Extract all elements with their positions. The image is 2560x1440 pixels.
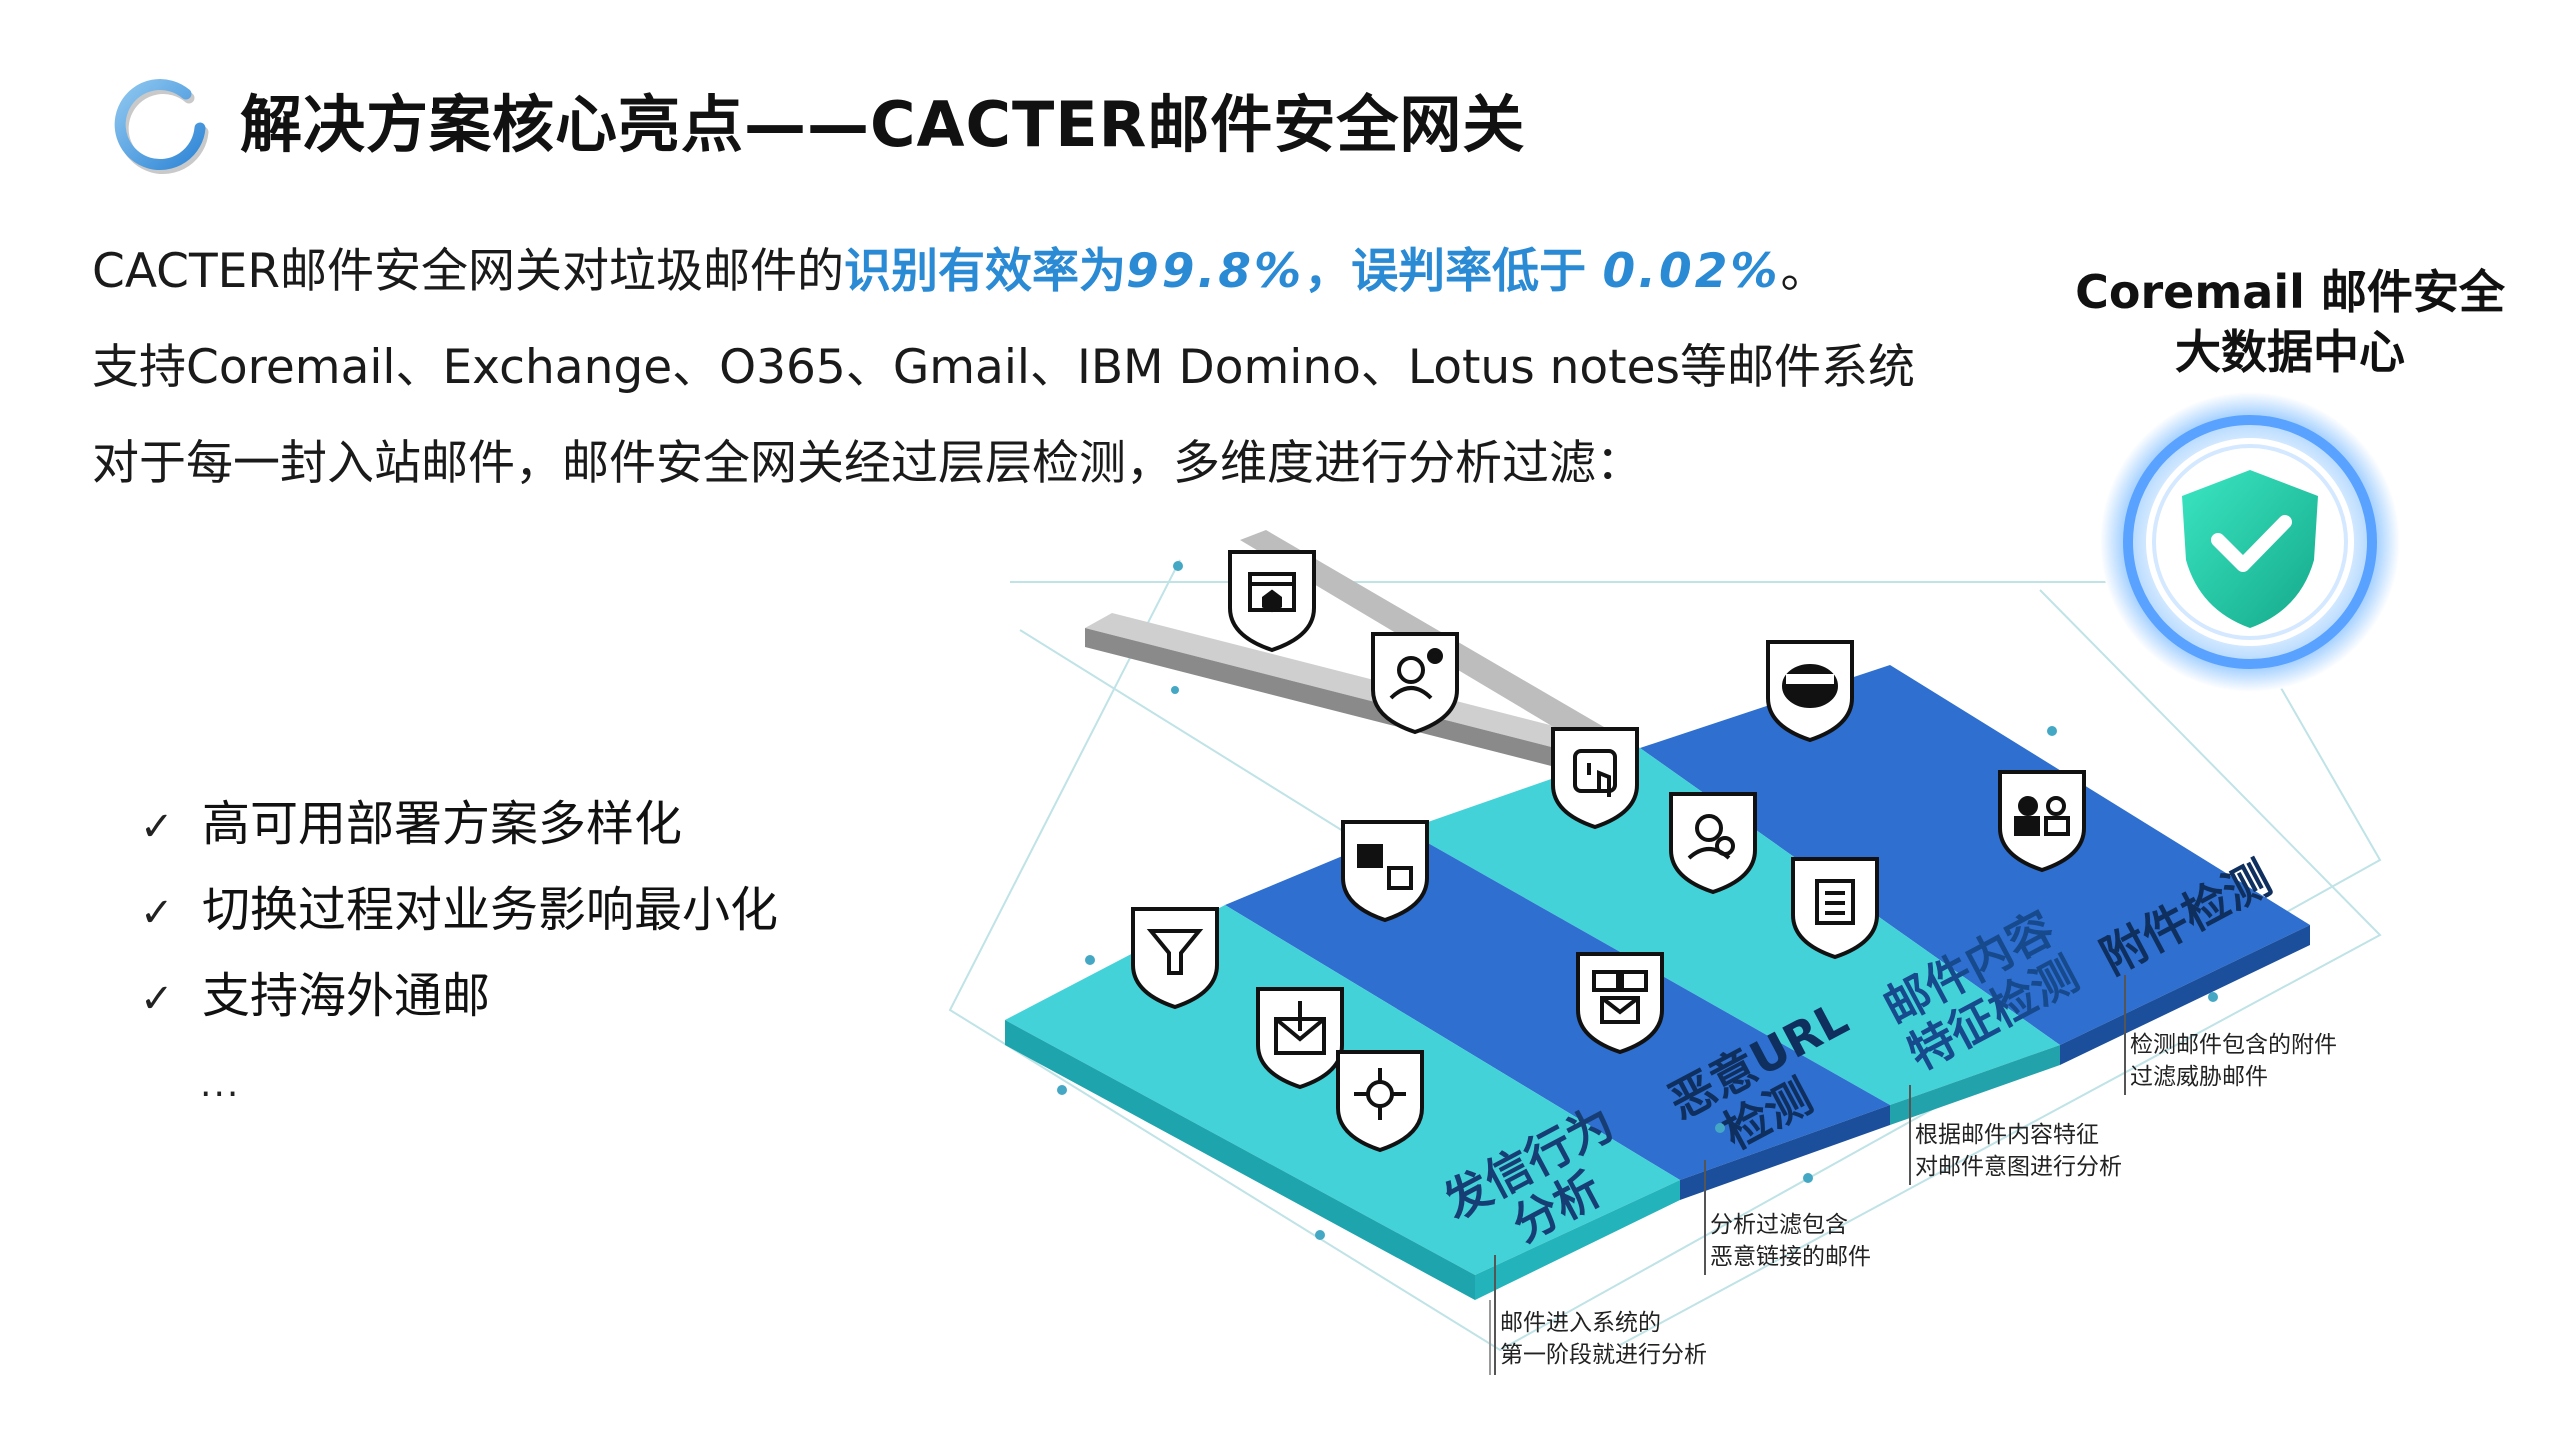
check-icon: ✓ (140, 804, 174, 850)
feature-label: 支持海外通邮 (202, 968, 491, 1024)
check-icon: ✓ (140, 976, 174, 1022)
document-list-icon (1791, 857, 1879, 960)
mail-stack-icon (1576, 952, 1664, 1055)
zone-attachment-desc-line1: 检测邮件包含的附件 (2130, 1032, 2337, 1058)
intro-line1-prefix: CACTER邮件安全网关对垃圾邮件的 (92, 244, 845, 299)
accuracy-value: 99.8% (1126, 244, 1305, 299)
zone-behavior-desc-line1: 邮件进入系统的 (1500, 1310, 1661, 1336)
user-search-icon (1669, 792, 1757, 895)
hacker-mask-icon (1766, 640, 1854, 743)
feature-item: ✓ 支持海外通邮 (140, 956, 778, 1042)
data-center-title-line1: Coremail 邮件安全 (2075, 265, 2505, 319)
zone-url-desc-line1: 分析过滤包含 (1710, 1212, 1848, 1238)
feature-more: ... (200, 1064, 241, 1105)
intro-line-supported-systems: 支持Coremail、Exchange、O365、Gmail、IBM Domin… (92, 340, 1916, 395)
zone-url-desc-line2: 恶意链接的邮件 (1710, 1244, 1871, 1270)
zone-content-description: 根据邮件内容特征 对邮件意图进行分析 (1909, 1085, 2122, 1185)
feature-label: 高可用部署方案多样化 (202, 796, 683, 852)
zone-attachment (1640, 665, 2310, 1065)
accuracy-label: 识别有效率为 (844, 244, 1127, 299)
data-center-badge (2100, 392, 2400, 692)
page-title: 解决方案核心亮点——CACTER邮件安全网关 (240, 88, 1526, 161)
decorative-dots (1057, 561, 2218, 1240)
check-icon: ✓ (140, 890, 174, 936)
intro-line-accuracy: CACTER邮件安全网关对垃圾邮件的识别有效率为99.8%，误判率低于 0.02… (92, 232, 1828, 301)
zone-content (1405, 748, 2060, 1125)
filter-funnel-icon (1131, 907, 1219, 1010)
thumbs-rating-icon (1341, 820, 1429, 923)
platform-icons (1131, 550, 2086, 1153)
zone-attachment-desc-line2: 过滤威胁邮件 (2130, 1064, 2268, 1090)
feature-item: ✓ 切换过程对业务影响最小化 (140, 870, 778, 956)
zone-behavior-desc-line2: 第一阶段就进行分析 (1500, 1342, 1707, 1368)
virus-network-icon (1336, 1050, 1424, 1153)
zone-url-description: 分析过滤包含 恶意链接的邮件 (1704, 1160, 1871, 1275)
feature-label: 切换过程对业务影响最小化 (202, 882, 779, 938)
checkmark-icon (2211, 515, 2292, 572)
feature-list: ✓ 高可用部署方案多样化 ✓ 切换过程对业务影响最小化 ✓ 支持海外通邮 (140, 784, 778, 1042)
false-positive-label: ，误判率低于 (1304, 244, 1603, 299)
data-center-title: Coremail 邮件安全 大数据中心 (2040, 262, 2540, 382)
user-alert-icon (1371, 632, 1459, 735)
zone-content-desc-line2: 对邮件意图进行分析 (1915, 1154, 2122, 1180)
mail-hook-icon (1256, 987, 1344, 1090)
zone-attachment-description: 检测邮件包含的附件 过滤威胁邮件 (2124, 975, 2337, 1095)
user-pair-icon (1998, 770, 2086, 873)
loading-ring-icon (114, 79, 209, 174)
feature-item: ✓ 高可用部署方案多样化 (140, 784, 778, 870)
false-positive-value: 0.02% (1602, 244, 1781, 299)
fingerprint-icon (1551, 727, 1639, 830)
data-center-title-line2: 大数据中心 (2175, 325, 2405, 379)
zone-behavior-description: 邮件进入系统的 第一阶段就进行分析 (1489, 1255, 1707, 1375)
browser-icon (1228, 550, 1316, 653)
zone-content-desc-line1: 根据邮件内容特征 (1915, 1122, 2099, 1148)
intro-line-detection: 对于每一封入站邮件，邮件安全网关经过层层检测，多维度进行分析过滤： (92, 436, 1643, 491)
intro-line1-suffix: 。 (1780, 244, 1828, 299)
